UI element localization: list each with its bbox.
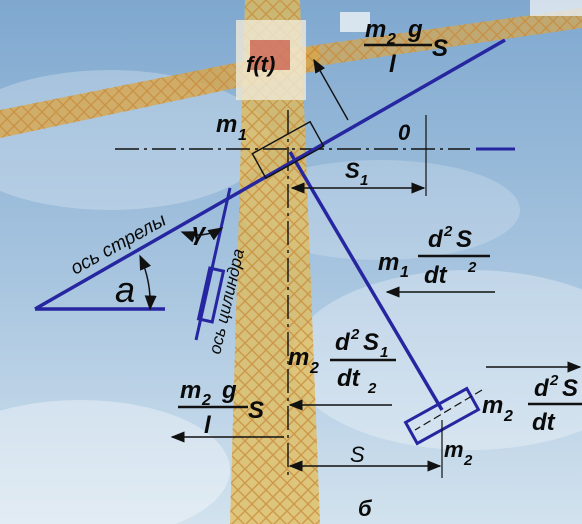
svg-text:S: S xyxy=(248,397,264,424)
svg-text:g: g xyxy=(221,377,237,404)
zero-label: 0 xyxy=(398,120,411,145)
svg-text:m: m xyxy=(365,16,386,43)
svg-text:2: 2 xyxy=(443,223,453,240)
cable-line xyxy=(288,151,444,411)
alpha-label: a xyxy=(115,269,135,310)
m2-label: m 2 xyxy=(444,437,473,469)
gamma-angle-arc xyxy=(180,227,224,243)
svg-text:2: 2 xyxy=(350,326,360,343)
m2-centerline xyxy=(414,389,483,431)
formula-m1-accel: m 1 d 2 S dt 2 xyxy=(378,223,490,289)
svg-text:l: l xyxy=(389,51,397,78)
mass-m1-block xyxy=(251,120,325,180)
svg-text:1: 1 xyxy=(238,127,247,144)
gamma-label: γ xyxy=(192,219,207,246)
svg-text:2: 2 xyxy=(309,360,319,377)
svg-text:g: g xyxy=(407,16,423,43)
svg-text:1: 1 xyxy=(380,344,388,361)
svg-text:2: 2 xyxy=(386,31,396,48)
svg-text:2: 2 xyxy=(503,408,513,425)
svg-text:m: m xyxy=(288,344,309,371)
formula-m2-accel-s1: m 2 d 2 S 1 dt 2 xyxy=(288,326,396,397)
svg-text:dt: dt xyxy=(337,365,361,392)
s1-label: S 1 xyxy=(345,158,368,189)
svg-text:dt: dt xyxy=(424,262,448,289)
svg-text:2: 2 xyxy=(549,372,559,389)
f-t-arrow xyxy=(313,58,349,121)
svg-text:d: d xyxy=(335,329,351,356)
svg-text:1: 1 xyxy=(400,264,409,281)
mechanics-drawing xyxy=(34,38,582,480)
svg-text:S: S xyxy=(432,35,448,62)
svg-text:2: 2 xyxy=(201,392,211,409)
svg-text:m: m xyxy=(444,437,464,462)
svg-text:m: m xyxy=(378,249,399,276)
boom-axis-line xyxy=(34,38,506,311)
svg-text:d: d xyxy=(428,226,444,253)
svg-text:S: S xyxy=(345,158,360,183)
svg-text:m: m xyxy=(482,392,503,419)
mass-m2-block xyxy=(403,386,481,446)
svg-text:S: S xyxy=(363,329,379,356)
s-label: S xyxy=(350,442,365,467)
alpha-angle-arc xyxy=(139,254,157,311)
svg-text:l: l xyxy=(204,412,212,439)
svg-text:d: d xyxy=(534,375,550,402)
formula-top-m2g: m 2 g S l xyxy=(364,16,448,78)
b-label: б xyxy=(358,496,373,521)
svg-text:1: 1 xyxy=(360,172,368,189)
svg-text:m: m xyxy=(180,377,201,404)
svg-text:m: m xyxy=(216,111,237,138)
svg-text:S: S xyxy=(456,226,472,253)
m1-label: m 1 xyxy=(216,111,247,144)
cylinder-body xyxy=(196,266,226,324)
svg-text:S: S xyxy=(562,375,578,402)
cylinder-axis-line xyxy=(194,187,232,341)
svg-text:2: 2 xyxy=(367,380,377,397)
formula-m2-accel-right: m 2 d 2 S dt xyxy=(482,372,582,436)
formula-left-m2g: m 2 g S l xyxy=(178,377,264,439)
f-t-label: f(t) xyxy=(246,52,275,77)
crane-tower xyxy=(230,0,320,524)
svg-text:2: 2 xyxy=(463,452,473,469)
svg-text:2: 2 xyxy=(467,259,477,276)
svg-text:dt: dt xyxy=(532,409,556,436)
